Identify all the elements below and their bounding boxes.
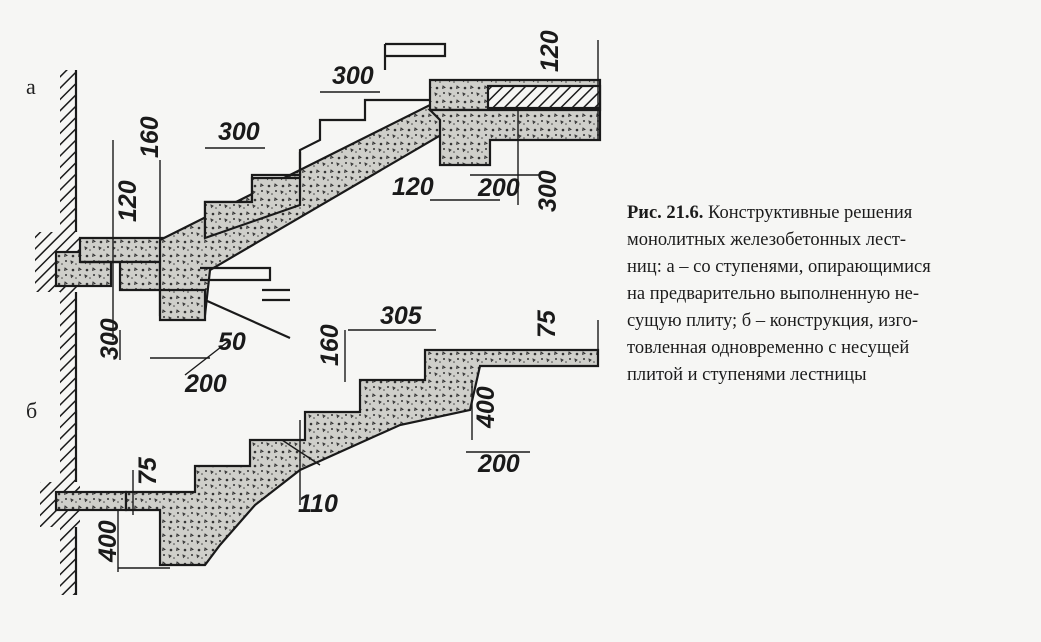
caption-line-4: на предварительно выполненную не- bbox=[627, 284, 920, 304]
figure-label-a: а bbox=[26, 74, 36, 99]
stair-drawing: 120 300 300 160 120 120 200 300 300 200 … bbox=[35, 30, 602, 595]
dim-a-bottom-height: 300 bbox=[96, 318, 124, 360]
figure-caption: Рис. 21.6. Конструктивные решения моноли… bbox=[627, 200, 1027, 389]
dim-b-riser: 160 bbox=[316, 324, 344, 366]
dim-b-step-depth: 400 bbox=[472, 386, 500, 429]
dim-a-landing-height: 300 bbox=[534, 170, 562, 212]
caption-line-2: монолитных железобетонных лест- bbox=[627, 230, 907, 250]
dim-a-landing-depth: 200 bbox=[477, 174, 520, 202]
caption-lead: Рис. 21.6. bbox=[627, 203, 704, 223]
figure-label-b: б bbox=[26, 398, 38, 423]
caption-line-5: сущую плиту; б – конструкция, изго- bbox=[627, 311, 918, 331]
dim-a-run-mid: 300 bbox=[218, 118, 260, 146]
dim-b-step-run: 305 bbox=[380, 302, 423, 330]
dim-a-bottom-width: 200 bbox=[184, 370, 227, 398]
dim-b-support-height: 400 bbox=[94, 520, 122, 563]
dim-a-landing-beam: 120 bbox=[392, 173, 434, 201]
dim-a-support: 50 bbox=[218, 328, 246, 356]
diagram-b bbox=[40, 320, 600, 595]
caption-line-6: товленная одновременно с несущей bbox=[627, 338, 910, 358]
dim-b-slab-left: 75 bbox=[134, 456, 162, 485]
dim-a-run-upper: 300 bbox=[332, 62, 374, 90]
diagram-a bbox=[35, 40, 602, 430]
dim-a-slab-left: 120 bbox=[114, 180, 142, 222]
caption-line-1-text: Конструктивные решения bbox=[703, 203, 913, 223]
caption-line-7: плитой и ступенями лестницы bbox=[627, 365, 867, 385]
dim-b-step-width: 200 bbox=[477, 450, 520, 478]
dim-b-waist: 110 bbox=[298, 490, 338, 518]
caption-line-3: ниц: а – со ступенями, опирающимися bbox=[627, 257, 931, 277]
caption-line-1: Рис. 21.6. Конструктивные решения bbox=[627, 200, 1027, 227]
dim-a-top-slab: 120 bbox=[536, 30, 564, 72]
dim-b-slab-top: 75 bbox=[533, 309, 561, 338]
dim-a-riser: 160 bbox=[136, 116, 164, 158]
